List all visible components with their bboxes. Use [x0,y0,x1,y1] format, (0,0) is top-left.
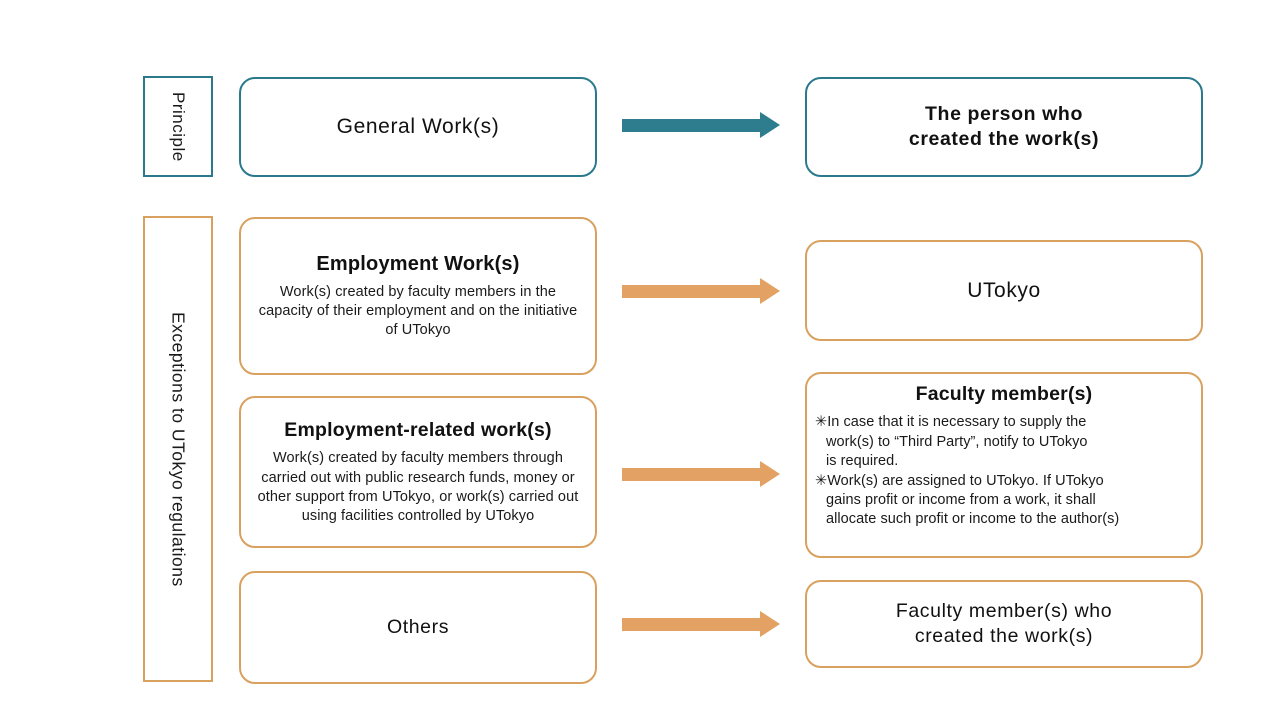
arrow-head [760,461,780,487]
arrow-right-others [622,611,780,637]
category-label-exceptions-text: Exceptions to UTokyo regulations [168,311,189,587]
note-2-line-3: allocate such profit or income to the au… [826,511,1120,528]
note-1-line-1: ✳In case that it is necessary to supply … [815,414,1087,431]
source-title-employment-related-works: Employment-related work(s) [284,419,552,442]
arrow-shaft [622,617,760,631]
source-title-others: Others [386,615,450,638]
arrow-shaft [622,284,760,298]
arrow-right-general-works [622,112,780,138]
category-label-principle-text: Principle [169,91,189,162]
target-box-faculty-members-who-created[interactable]: Faculty member(s) who created the work(s… [805,580,1203,668]
asterisk-icon: ✳ [815,472,828,489]
arrow-shaft [622,467,760,481]
arrow-head [760,112,780,138]
target-box-faculty-members-notes[interactable]: Faculty member(s) ✳In case that it is ne… [805,372,1203,558]
arrow-right-employment-works [622,278,780,304]
arrow-head [760,278,780,304]
source-title-employment-works: Employment Work(s) [316,252,520,275]
note-2-line-1: ✳Work(s) are assigned to UTokyo. If UTok… [815,472,1104,489]
note-1-line-3: is required. [826,453,899,470]
source-box-employment-related-works[interactable]: Employment-related work(s) Work(s) creat… [239,396,597,548]
source-box-others[interactable]: Others [239,571,597,684]
source-description-employment-works: Work(s) created by faculty members in th… [258,283,578,339]
source-box-employment-works[interactable]: Employment Work(s) Work(s) created by fa… [239,217,597,375]
arrow-right-employment-related-works [622,461,780,487]
target-title-utokyo: UTokyo [967,278,1041,302]
asterisk-icon: ✳ [815,414,828,431]
target-line-2: created the work(s) [914,625,1094,647]
target-box-person-who-created[interactable]: The person who created the work(s) [805,77,1203,177]
source-box-general-works[interactable]: General Work(s) [239,77,597,177]
target-notes-list: ✳In case that it is necessary to supply … [807,413,1201,530]
target-line-1: The person who [925,102,1083,125]
target-line-1: Faculty member(s) who [895,599,1113,622]
target-box-utokyo[interactable]: UTokyo [805,240,1203,341]
target-title-faculty-members: Faculty member(s) [915,383,1093,405]
arrow-shaft [622,118,760,132]
arrow-head [760,611,780,637]
category-label-exceptions: Exceptions to UTokyo regulations [143,216,213,682]
target-line-2: created the work(s) [908,128,1100,150]
source-title-general-works: General Work(s) [336,115,500,139]
source-description-employment-related-works: Work(s) created by faculty members throu… [257,450,579,524]
category-label-principle: Principle [143,76,213,177]
note-2-line-2: gains profit or income from a work, it s… [826,492,1096,509]
note-1-line-2: work(s) to “Third Party”, notify to UTok… [826,433,1088,450]
